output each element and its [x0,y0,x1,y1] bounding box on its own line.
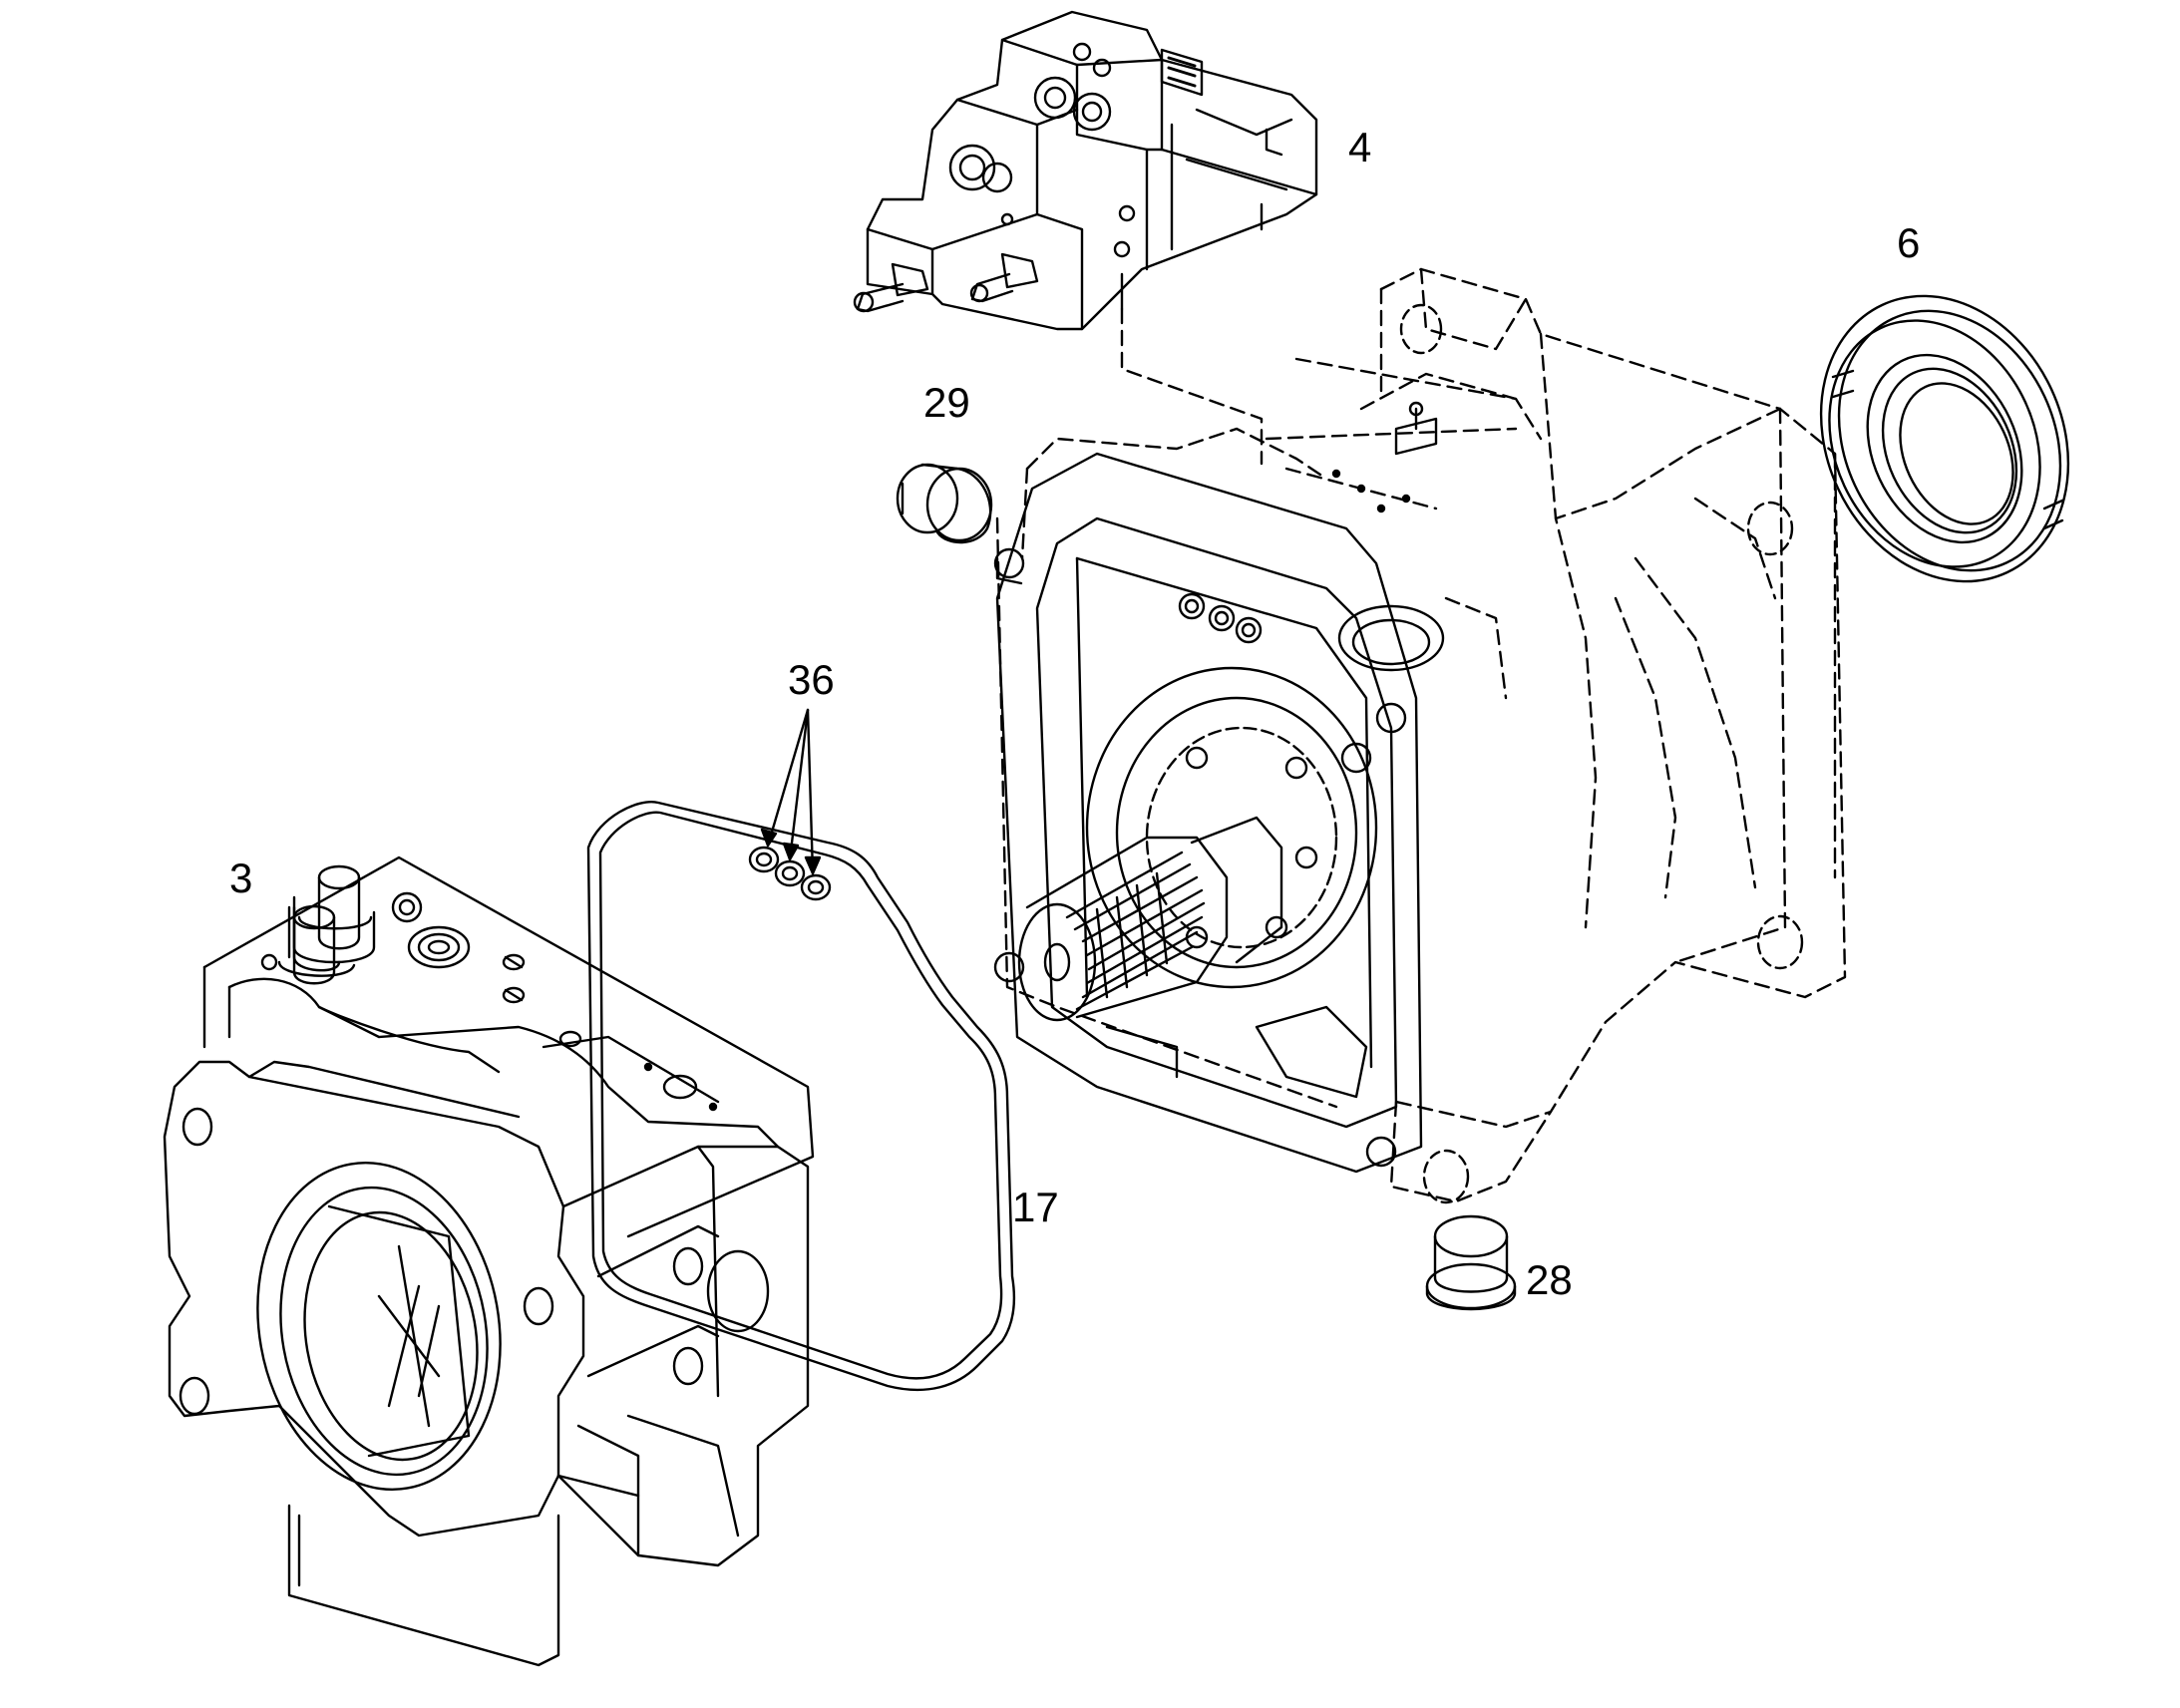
plug-28-drawing [1425,1214,1517,1311]
port-plate-housing-3-drawing [163,855,815,1667]
callout-17: 17 [1012,1184,1059,1230]
gasket-17-drawing [586,801,1016,1392]
plug-29-drawing [896,463,993,544]
control-valve-block-drawing [853,10,1318,331]
seal-ring-6-drawing [1819,294,2070,583]
callout-4: 4 [1348,124,1371,171]
assembly-line-4 [1120,307,1264,466]
callout-29: 29 [923,379,970,426]
callout-6: 6 [1897,219,1920,266]
callout-36: 36 [788,656,835,703]
pump-housing-drawing [993,267,1847,1204]
leader-lines-36 [760,708,822,875]
callout-3: 3 [229,854,252,901]
drive-shaft-drawing [1017,816,1283,1022]
callout-28: 28 [1526,1256,1573,1303]
